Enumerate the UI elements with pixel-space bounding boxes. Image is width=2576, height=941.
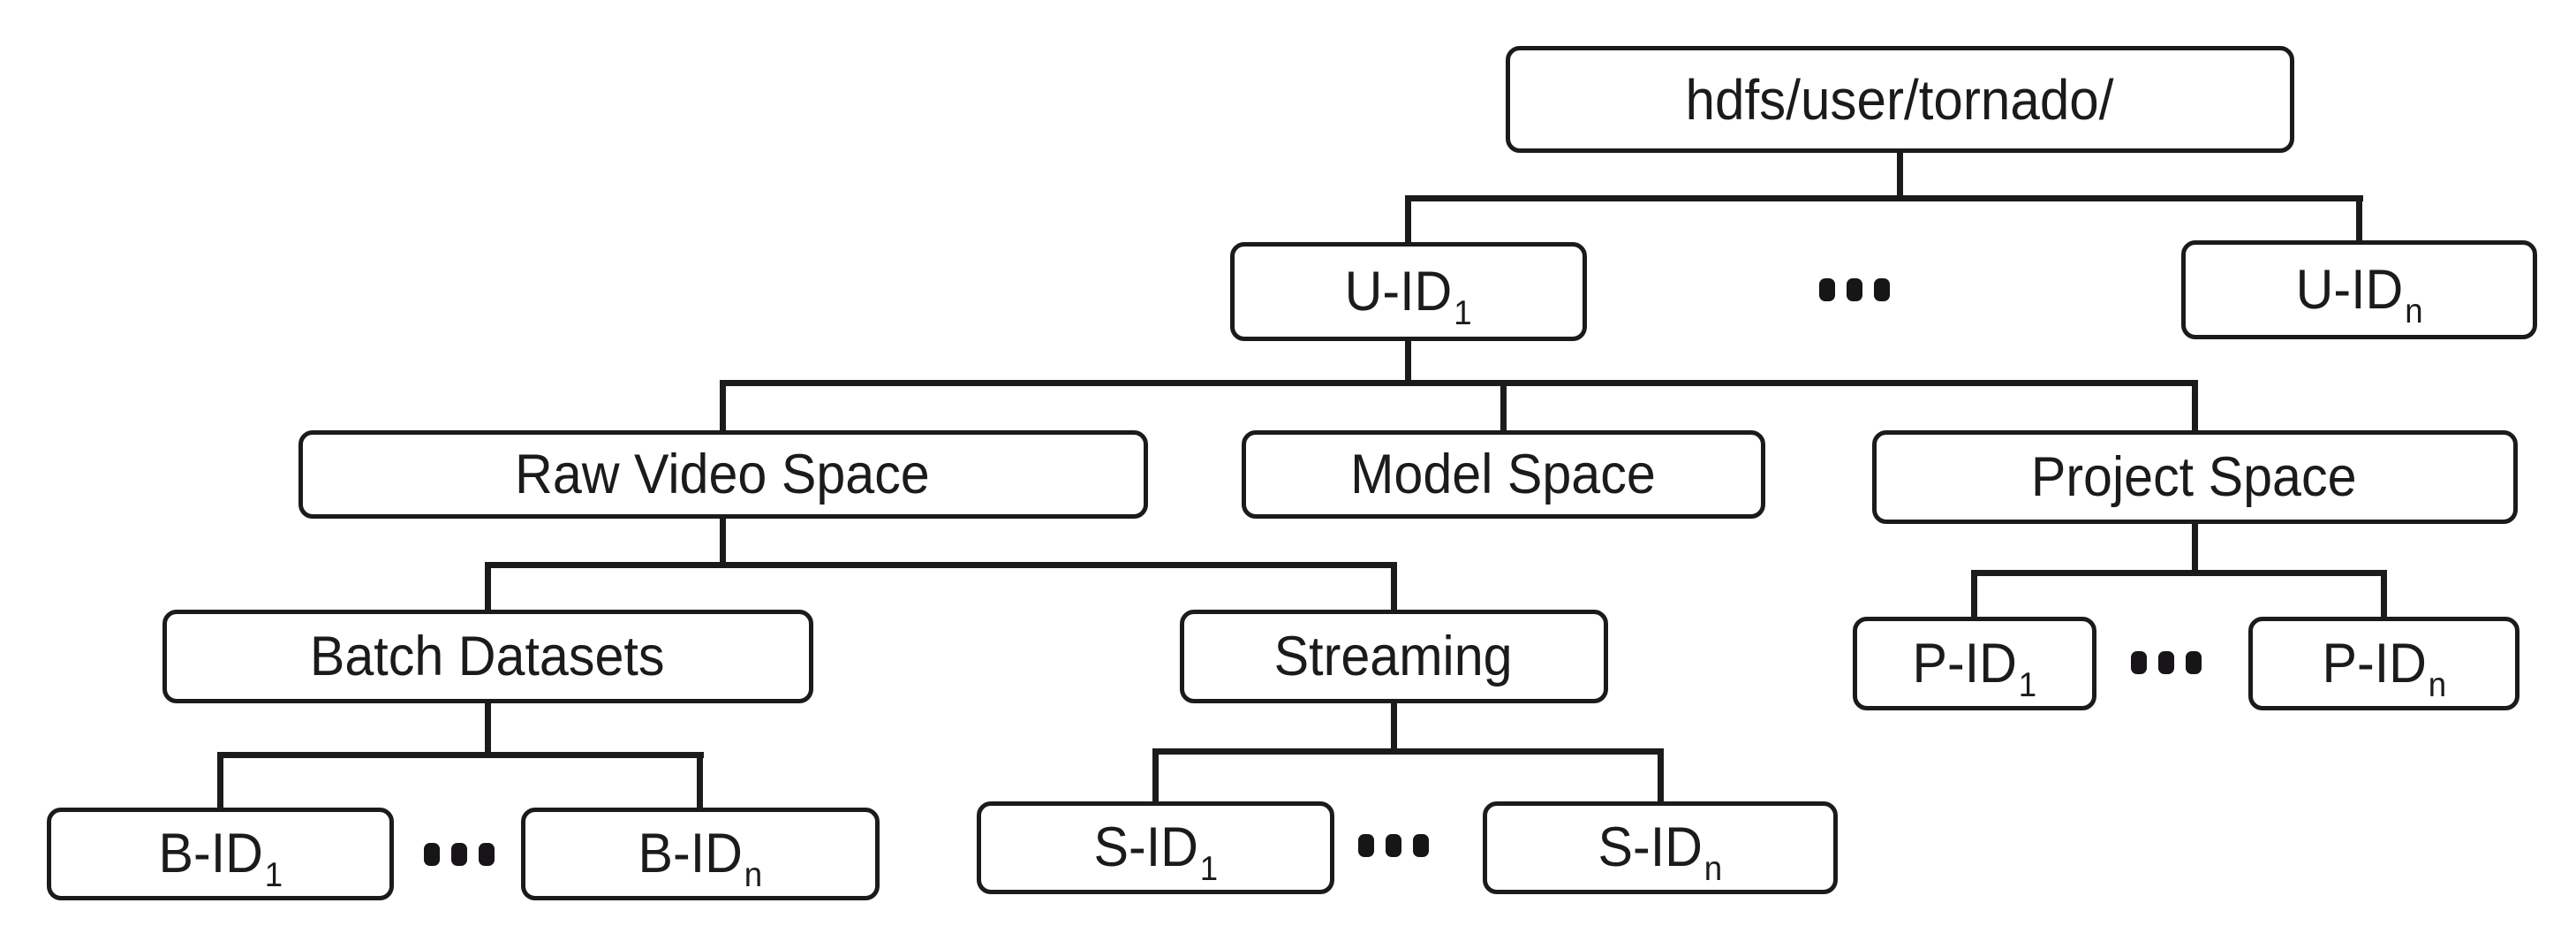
connector-spaces-rail [720,380,2198,386]
connector-sidn-drop [1658,748,1664,801]
node-label: Raw Video Space [515,443,930,505]
node-subscript: 1 [1454,293,1472,332]
dot [451,843,467,866]
dot [1413,834,1429,857]
node-label: U-ID [1345,260,1453,323]
node-hdfs-root-path: hdfs/user/tornado/ [1506,46,2294,153]
dot [479,843,495,866]
connector-uidn-drop [2356,195,2362,240]
dot [1819,278,1835,301]
connector-users-rail [1405,195,2363,201]
node-streaming: Streaming [1180,610,1608,703]
node-label: S-ID [1093,816,1198,878]
node-label: hdfs/user/tornado/ [1685,67,2114,132]
node-label: S-ID [1598,816,1703,878]
node-subscript: 1 [1199,850,1218,888]
dot [1358,834,1374,857]
connector-projects-rail [1971,570,2387,576]
dot [1874,278,1890,301]
node-label: Project Space [2031,445,2357,508]
connector-uid1-down [1405,339,1411,386]
connector-raw-children-rail [485,562,1397,568]
node-subscript: n [1703,850,1723,888]
ellipsis-more-user-ids-icon [1819,278,1890,301]
connector-batches-rail [217,752,704,758]
node-label: Streaming [1273,625,1513,687]
connector-sid1-drop [1152,748,1159,801]
node-subscript: n [744,856,763,894]
connector-root-drop [1897,151,1903,199]
node-subscript: 1 [2018,665,2037,704]
node-label: B-ID [638,823,744,884]
node-label: P-ID [2322,632,2427,694]
ellipsis-more-stream-ids-icon [1358,834,1429,857]
connector-streaming-down [1391,702,1397,751]
connector-raw-drop [720,380,726,430]
connector-bidn-drop [697,752,703,808]
node-label: P-ID [1912,632,2018,694]
node-subscript: 1 [264,856,283,894]
connector-batch-drop [485,562,491,610]
connector-batch-down [485,702,491,755]
connector-streams-rail [1152,748,1664,755]
node-model-space: Model Space [1242,430,1765,519]
connector-bid1-drop [217,752,223,808]
node-subscript: n [2405,292,2423,330]
connector-raw-down [720,517,726,565]
node-label: B-ID [158,823,263,884]
node-subscript: n [2428,665,2446,704]
dot [2186,651,2202,674]
node-label: Batch Datasets [309,625,665,687]
dot [1386,834,1401,857]
dot [2158,651,2174,674]
node-label: Model Space [1349,443,1656,505]
node-batch-datasets: Batch Datasets [162,610,813,703]
dot [2131,651,2147,674]
node-project-space: Project Space [1872,430,2518,524]
connector-streaming-drop [1391,562,1397,610]
connector-pidn-drop [2381,570,2387,617]
dot [1847,278,1862,301]
connector-model-drop [1500,380,1507,430]
connector-project-down [2192,522,2198,573]
node-raw-video-space: Raw Video Space [298,430,1148,519]
node-label: U-ID [2295,258,2404,321]
dot [424,843,440,866]
ellipsis-more-batch-ids-icon [424,843,495,866]
connector-uid1-drop [1405,195,1411,242]
ellipsis-more-project-ids-icon [2131,651,2202,674]
connector-pid1-drop [1971,570,1977,617]
connector-project-drop [2192,380,2198,430]
